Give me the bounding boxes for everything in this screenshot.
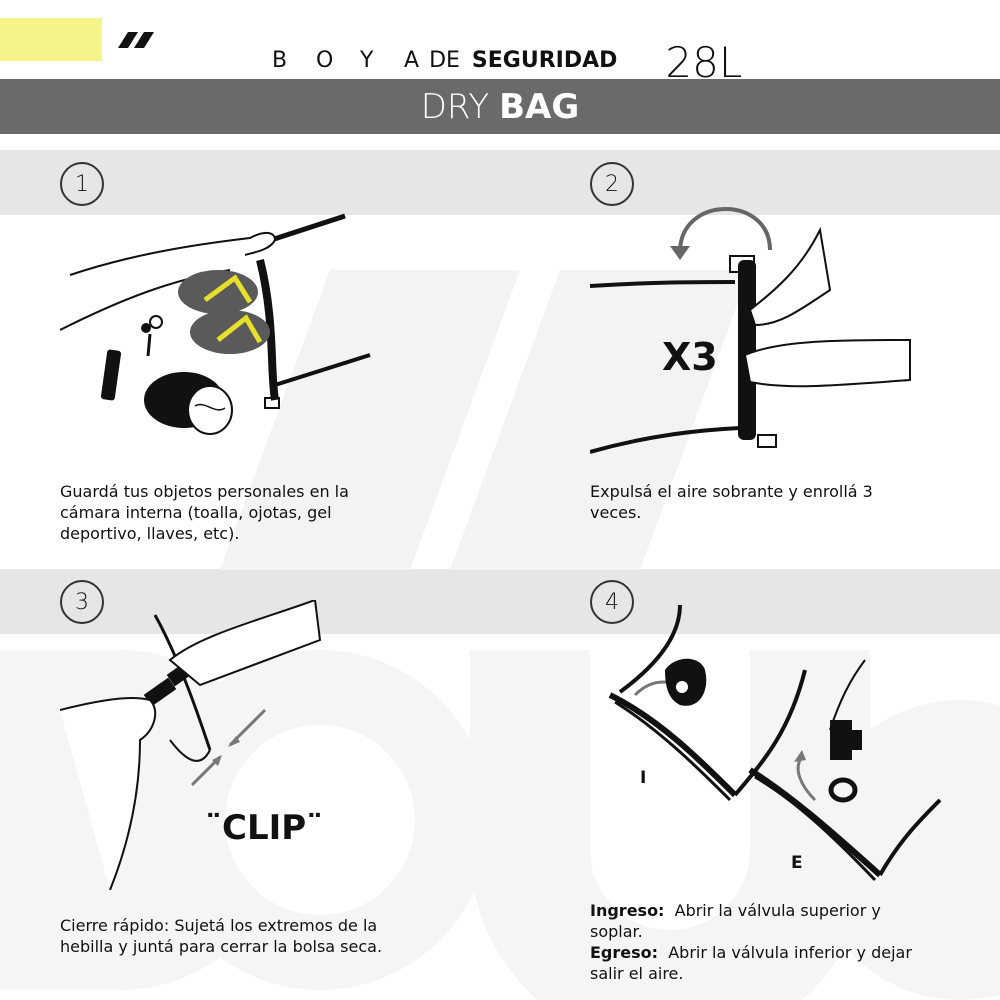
banner-bold-text: BAG bbox=[499, 86, 580, 127]
egreso-text: Abrir la válvula inferior y dejar salir … bbox=[590, 943, 912, 983]
step-2-caption: Expulsá el aire sobrante y enrollá 3 vec… bbox=[590, 482, 873, 522]
page-header: B O Y A DE SEGURIDAD 28L bbox=[0, 0, 1000, 87]
ingreso-text: Abrir la válvula superior y soplar. bbox=[590, 901, 881, 941]
clip-label: ¨CLIP¨ bbox=[205, 808, 324, 848]
ingreso-line: Ingreso: Abrir la válvula superior y sop… bbox=[590, 900, 930, 942]
egreso-line: Egreso: Abrir la válvula inferior y deja… bbox=[590, 942, 930, 984]
title-letter: A bbox=[404, 48, 420, 73]
valve-out-label: E bbox=[791, 853, 803, 873]
step-4-number: 4 bbox=[590, 580, 634, 624]
capacity-label: 28L bbox=[665, 38, 743, 87]
roll-count-label: X3 bbox=[662, 335, 718, 379]
title-letter: O bbox=[316, 48, 334, 73]
step-1-illustration bbox=[60, 213, 371, 435]
step-1-caption: Guardá tus objetos personales en la cáma… bbox=[60, 482, 349, 543]
step-band-bottom bbox=[0, 569, 1000, 634]
step-3-number: 3 bbox=[60, 580, 104, 624]
title-letter: Y bbox=[360, 48, 374, 73]
valve-in-label: I bbox=[640, 768, 647, 788]
step-3-caption: Cierre rápido: Sujetá los extremos de la… bbox=[60, 916, 383, 956]
step-1-number: 1 bbox=[60, 162, 104, 206]
title-strong: SEGURIDAD bbox=[471, 48, 618, 73]
step-4-caption: Ingreso: Abrir la válvula superior y sop… bbox=[590, 900, 930, 984]
product-title: B O Y A DE SEGURIDAD 28L bbox=[272, 28, 742, 87]
title-de: DE bbox=[429, 48, 460, 73]
step-2-illustration bbox=[590, 207, 911, 454]
step-band-top bbox=[0, 150, 1000, 215]
accent-block bbox=[0, 18, 102, 61]
title-letter: B bbox=[272, 48, 288, 73]
step-2-number: 2 bbox=[590, 162, 634, 206]
ingreso-label: Ingreso: bbox=[590, 901, 665, 920]
banner-light-text: DRY bbox=[420, 86, 490, 127]
egreso-label: Egreso: bbox=[590, 943, 659, 962]
product-banner: DRY BAG bbox=[0, 79, 1000, 134]
step-3-illustration bbox=[60, 600, 322, 890]
step-4-illustration bbox=[608, 604, 942, 882]
brand-logo-icon bbox=[118, 32, 154, 48]
